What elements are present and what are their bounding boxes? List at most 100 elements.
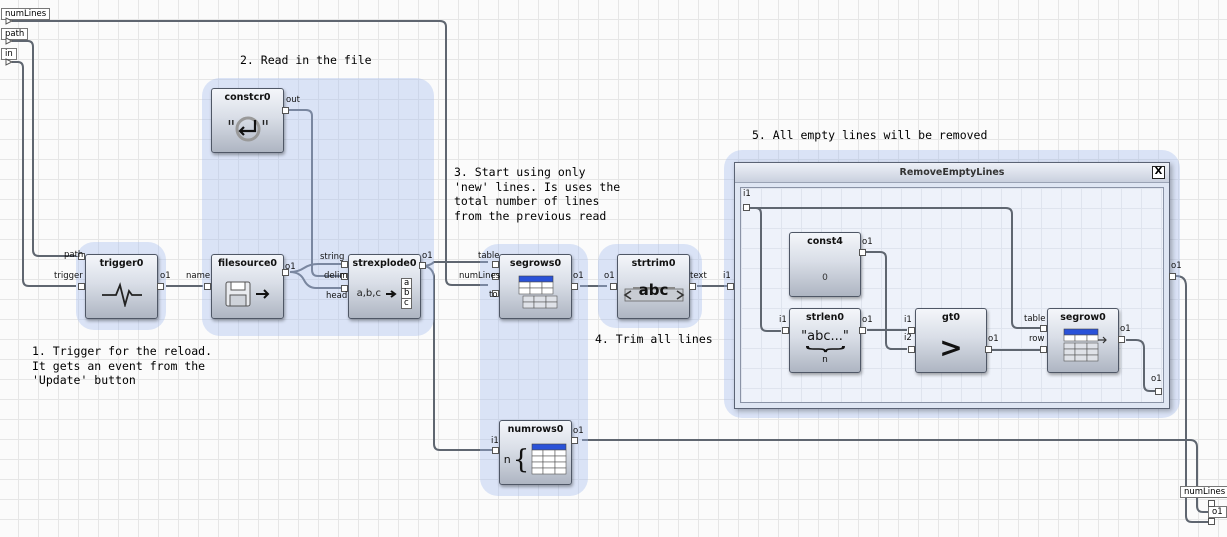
close-icon[interactable]: X <box>1152 166 1165 179</box>
node-trigger0[interactable]: trigger0 <box>85 254 158 319</box>
svg-text:": " <box>261 117 269 138</box>
explode-cell: a <box>400 278 413 289</box>
node-title: trigger0 <box>99 258 144 269</box>
carriage-return-icon: "" <box>212 106 283 149</box>
port-strexplode0-string[interactable] <box>341 261 348 268</box>
port-label: o1 <box>1171 261 1182 271</box>
port-group-in[interactable] <box>727 283 734 290</box>
node-filesource0[interactable]: filesource0 <box>211 254 284 319</box>
port-numrows0-o1[interactable] <box>571 437 578 444</box>
port-label: o1 <box>573 271 584 281</box>
port-label: string <box>320 252 345 262</box>
port-trigger0-o1[interactable] <box>157 283 164 290</box>
node-segrow0[interactable]: segrow0 <box>1047 308 1119 373</box>
node-title: constcr0 <box>224 92 271 103</box>
graph-output-numlines-port[interactable] <box>1208 500 1215 507</box>
node-const4[interactable]: const4 0 <box>789 232 861 297</box>
graph-input-numlines[interactable]: numLines <box>1 8 51 20</box>
port-label: i1 <box>904 315 912 325</box>
port-group-inner-in[interactable] <box>743 204 750 211</box>
graph-input-in[interactable]: in <box>1 48 17 60</box>
port-label: i1 <box>723 271 731 281</box>
port-label: o1 <box>160 271 171 281</box>
node-strexplode0[interactable]: strexplode0 a,b,c a b c <box>348 254 421 319</box>
node-numrows0[interactable]: numrows0 n { <box>499 420 572 485</box>
port-gt0-i1[interactable] <box>908 327 915 334</box>
port-filesource0-name[interactable] <box>204 283 211 290</box>
port-gt0-i2[interactable] <box>908 346 915 353</box>
node-strlen0[interactable]: strlen0 "abc..." { n <box>789 308 861 373</box>
port-strtrim0-in[interactable] <box>610 283 617 290</box>
port-group-inner-out[interactable] <box>1155 388 1162 395</box>
port-segrow0-o1[interactable] <box>1118 336 1125 343</box>
port-label: o1 <box>604 271 615 281</box>
arrow-right-icon <box>385 289 397 298</box>
wire-strexplode-to-numrows <box>421 265 492 451</box>
node-segrows0[interactable]: segrows0 <box>499 254 572 319</box>
port-label: o1 <box>422 251 433 261</box>
port-const4-o1[interactable] <box>859 249 866 256</box>
port-trigger0-path[interactable] <box>78 253 85 260</box>
port-label: o1 <box>862 315 873 325</box>
group-title: RemoveEmptyLines <box>735 163 1169 183</box>
explode-cells: a b c <box>400 278 413 309</box>
constant-value: 0 <box>790 250 860 293</box>
port-label: path <box>64 250 84 260</box>
explode-cell: c <box>400 299 413 309</box>
greater-than-icon: > <box>916 326 986 369</box>
wire-numlines-to-segrows <box>12 20 488 286</box>
port-label: o1 <box>862 237 873 247</box>
graph-output-o1-port[interactable] <box>1208 518 1215 525</box>
port-segrows0-o1[interactable] <box>571 283 578 290</box>
string-length-icon: "abc..." { n <box>790 326 860 369</box>
port-strlen0-i1[interactable] <box>782 327 789 334</box>
graph-output-o1[interactable]: o1 <box>1208 506 1227 518</box>
strlen-icon-sub: n <box>822 355 828 365</box>
port-label: i1 <box>743 189 751 199</box>
port-label: o1 <box>285 262 296 272</box>
port-strexplode0-o1[interactable] <box>419 262 426 269</box>
port-strexplode0-head[interactable] <box>341 285 348 292</box>
graph-input-path[interactable]: path <box>1 28 29 40</box>
port-label: name <box>186 271 211 281</box>
node-constcr0[interactable]: constcr0 "" <box>211 88 284 153</box>
node-strtrim0[interactable]: strtrim0 abc <box>617 254 690 319</box>
port-strexplode0-delim[interactable] <box>341 273 348 280</box>
port-segrows0-table[interactable] <box>492 261 499 268</box>
port-strlen0-o1[interactable] <box>859 327 866 334</box>
port-label: numLines <box>459 271 501 281</box>
port-label: delim <box>324 271 348 281</box>
port-segrow0-row[interactable] <box>1040 346 1047 353</box>
port-segrows0-numlines[interactable] <box>492 273 499 280</box>
port-strtrim0-text[interactable] <box>689 283 696 290</box>
wire-numrows-to-output <box>582 439 1208 513</box>
port-constcr0-out[interactable] <box>282 107 289 114</box>
port-numrows0-i1[interactable] <box>492 447 499 454</box>
graph-output-numlines[interactable]: numLines <box>1180 486 1227 498</box>
wire-in-to-trigger <box>12 61 76 287</box>
node-title: strlen0 <box>806 312 844 323</box>
port-label: o1 <box>1120 324 1131 334</box>
port-label: head <box>326 291 348 301</box>
wire-constcr-to-delim <box>288 109 341 277</box>
note-read-file: 2. Read in the file <box>240 53 372 67</box>
brace-glyph: { <box>799 343 849 355</box>
port-filesource0-o1[interactable] <box>282 269 289 276</box>
note-trigger: 1. Trigger for the reload. It gets an ev… <box>32 344 213 387</box>
graph-input-ports <box>5 17 14 66</box>
trim-icon: abc <box>618 272 689 315</box>
node-gt0[interactable]: gt0 > <box>915 308 987 373</box>
explode-cell: b <box>400 289 413 299</box>
port-group-out[interactable] <box>1169 273 1176 280</box>
node-title: strtrim0 <box>631 258 676 269</box>
note-new-lines: 3. Start using only 'new' lines. Is uses… <box>454 165 621 223</box>
port-segrow0-table[interactable] <box>1040 325 1047 332</box>
port-trigger0-trigger[interactable] <box>78 283 85 290</box>
port-gt0-o1[interactable] <box>985 346 992 353</box>
node-title: strexplode0 <box>352 258 417 269</box>
table-rows-icon <box>500 272 571 315</box>
port-segrows0-to[interactable] <box>492 290 499 297</box>
node-title: numrows0 <box>507 424 564 435</box>
explode-source-text: a,b,c <box>356 288 381 299</box>
